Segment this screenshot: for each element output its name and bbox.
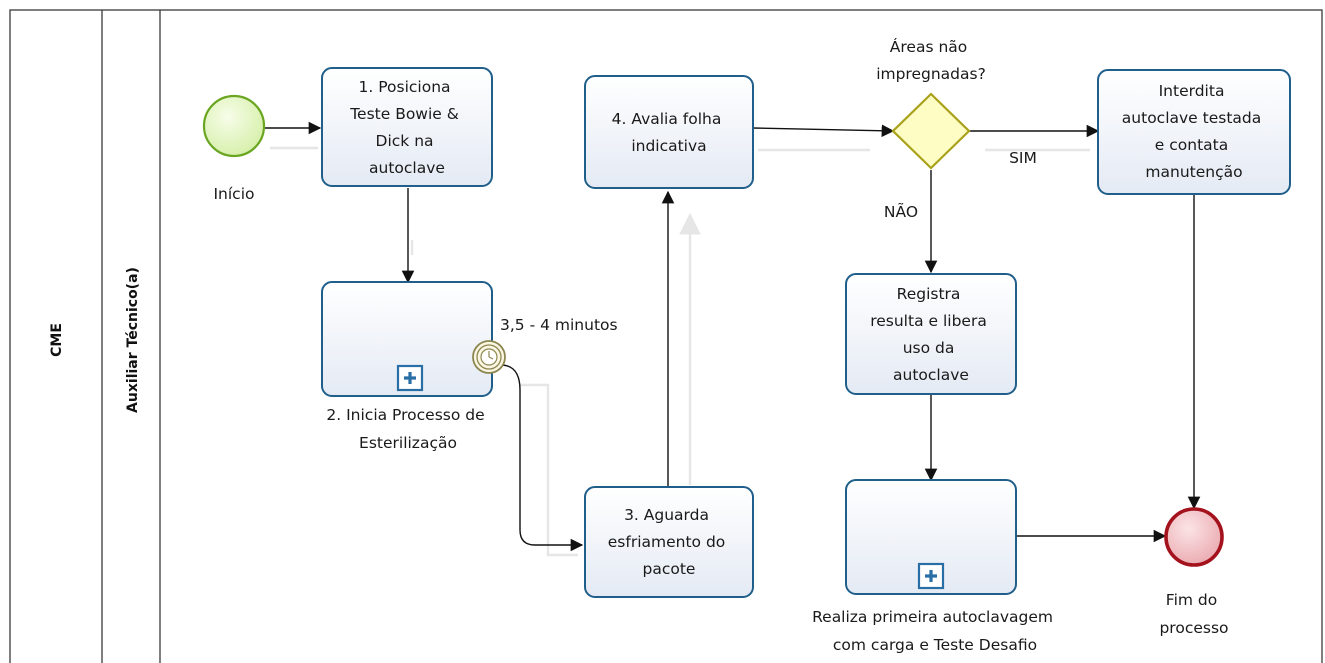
start-event-label: Início [213,185,254,203]
flow-timer-to-t3 [491,364,584,552]
task-interdita[interactable]: Interdita autoclave testada e contata ma… [1097,69,1291,195]
task-registra[interactable]: Registra resulta e libera uso da autocla… [845,273,1017,395]
start-event[interactable] [202,94,266,158]
task-interdita-label: Interdita autoclave testada e contata ma… [1122,82,1266,181]
start-event-circle [202,94,266,158]
task-2-label: 2. Inicia Processo de Esterilização [326,406,489,452]
end-event[interactable] [1164,507,1224,567]
exclusive-gateway[interactable] [891,92,971,170]
task-4-label: 4. Avalia folha indicativa [612,110,727,155]
ghost-connectors [270,146,1090,557]
task-registra-label: Registra resulta e libera uso da autocla… [870,285,992,384]
timer-label: 3,5 - 4 minutos [500,316,618,334]
task-3[interactable]: 3. Aguarda esfriamento do pacote [584,486,754,598]
task-2-subprocess[interactable] [321,281,493,397]
plus-icon [925,570,937,582]
task-realiza-subprocess[interactable] [845,479,1017,595]
gateway-no-label: NÃO [884,202,918,221]
plus-icon [404,372,416,384]
end-event-label: Fim do processo [1159,591,1228,637]
pool-title: CME [49,323,65,357]
task-3-label: 3. Aguarda esfriamento do pacote [608,506,730,578]
task-1-label: 1. Posiciona Teste Bowie & Dick na autoc… [349,78,464,177]
timer-boundary-event[interactable] [472,340,506,374]
sequence-flows [265,121,1201,552]
task-realiza-label: Realiza primeira autoclavagem com carga … [812,608,1058,654]
flow-t4-to-gateway [751,124,895,138]
gateway-question: Áreas não impregnadas? [876,37,986,83]
task-4[interactable]: 4. Avalia folha indicativa [584,75,754,189]
lane-title: Auxiliar Técnico(a) [125,267,141,413]
task-1[interactable]: 1. Posiciona Teste Bowie & Dick na autoc… [321,67,493,187]
gateway-yes-label: SIM [1009,149,1037,167]
